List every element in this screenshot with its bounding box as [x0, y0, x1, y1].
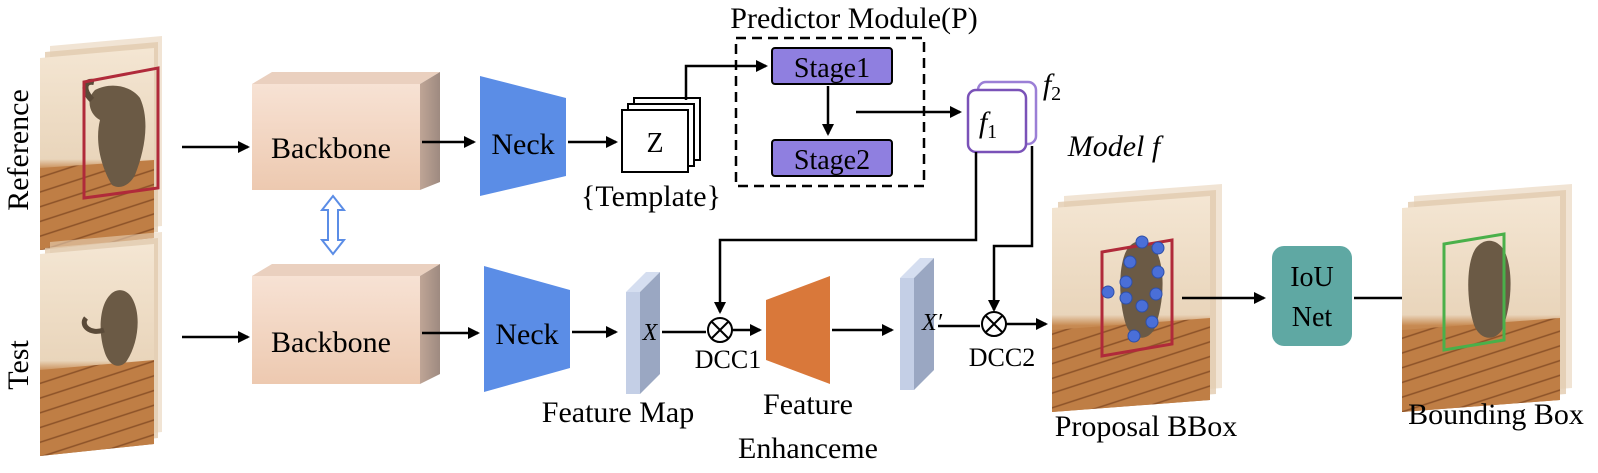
- backbone-bottom-label: Backbone: [271, 326, 391, 359]
- iou-net-label-1: IoU: [1290, 262, 1334, 293]
- backbone-bottom-block: Backbone: [252, 264, 440, 384]
- feature-map-block: X: [626, 272, 660, 394]
- predictor-title: Predictor Module(P): [730, 2, 977, 35]
- iou-net-block: [1272, 246, 1352, 346]
- stage2-label: Stage2: [794, 145, 870, 176]
- final-bounding-box: [1442, 232, 1506, 352]
- dcc2-label: DCC2: [969, 343, 1035, 372]
- neck-top-label: Neck: [491, 128, 554, 161]
- enhanced-feature-block: X′: [900, 258, 943, 390]
- proposal-image-stack: [1052, 184, 1222, 412]
- dcc2-operator: [981, 311, 1007, 337]
- dcc1-operator: [707, 317, 733, 343]
- template-caption: {Template}: [581, 180, 721, 213]
- neck-top-block: [480, 76, 566, 196]
- template-stack: Z: [621, 97, 701, 173]
- reference-label: Reference: [2, 89, 35, 211]
- stage2-block: [771, 139, 893, 177]
- bounding-image-stack: [1402, 184, 1572, 412]
- feature-enhancement-label-1: Feature: [763, 388, 853, 421]
- backbone-top-block: Backbone: [252, 72, 440, 190]
- stage1-label: Stage1: [794, 53, 870, 84]
- reference-target-box: [82, 66, 160, 200]
- keypoints: [1101, 235, 1165, 343]
- model-f-caption: Model f: [1067, 130, 1164, 163]
- proposal-caption: Proposal BBox: [1055, 410, 1238, 443]
- template-z-label: Z: [646, 128, 663, 159]
- shared-weights-arrow: [319, 194, 347, 256]
- proposal-box: [1100, 238, 1174, 358]
- backbone-top-label: Backbone: [271, 132, 391, 165]
- neck-bottom-block: [484, 266, 570, 392]
- test-image-stack: [40, 232, 162, 456]
- stage1-block: [771, 47, 893, 85]
- feature-map-caption: Feature Map: [542, 396, 694, 429]
- feature-map-symbol: X: [642, 320, 659, 346]
- dcc1-label: DCC1: [695, 345, 761, 374]
- neck-bottom-label: Neck: [495, 318, 558, 351]
- model-f2-label: f2: [1043, 68, 1061, 105]
- model-f1-box: [966, 88, 1028, 154]
- feature-enhancement-block: [766, 276, 830, 384]
- test-label: Test: [2, 340, 35, 390]
- enhanced-feature-symbol: X′: [921, 310, 943, 336]
- feature-enhancement-label-2: Enhanceme: [738, 432, 878, 465]
- reference-image-stack: [40, 36, 162, 250]
- bounding-caption: Bounding Box: [1408, 398, 1584, 431]
- iou-net-label-2: Net: [1292, 302, 1333, 333]
